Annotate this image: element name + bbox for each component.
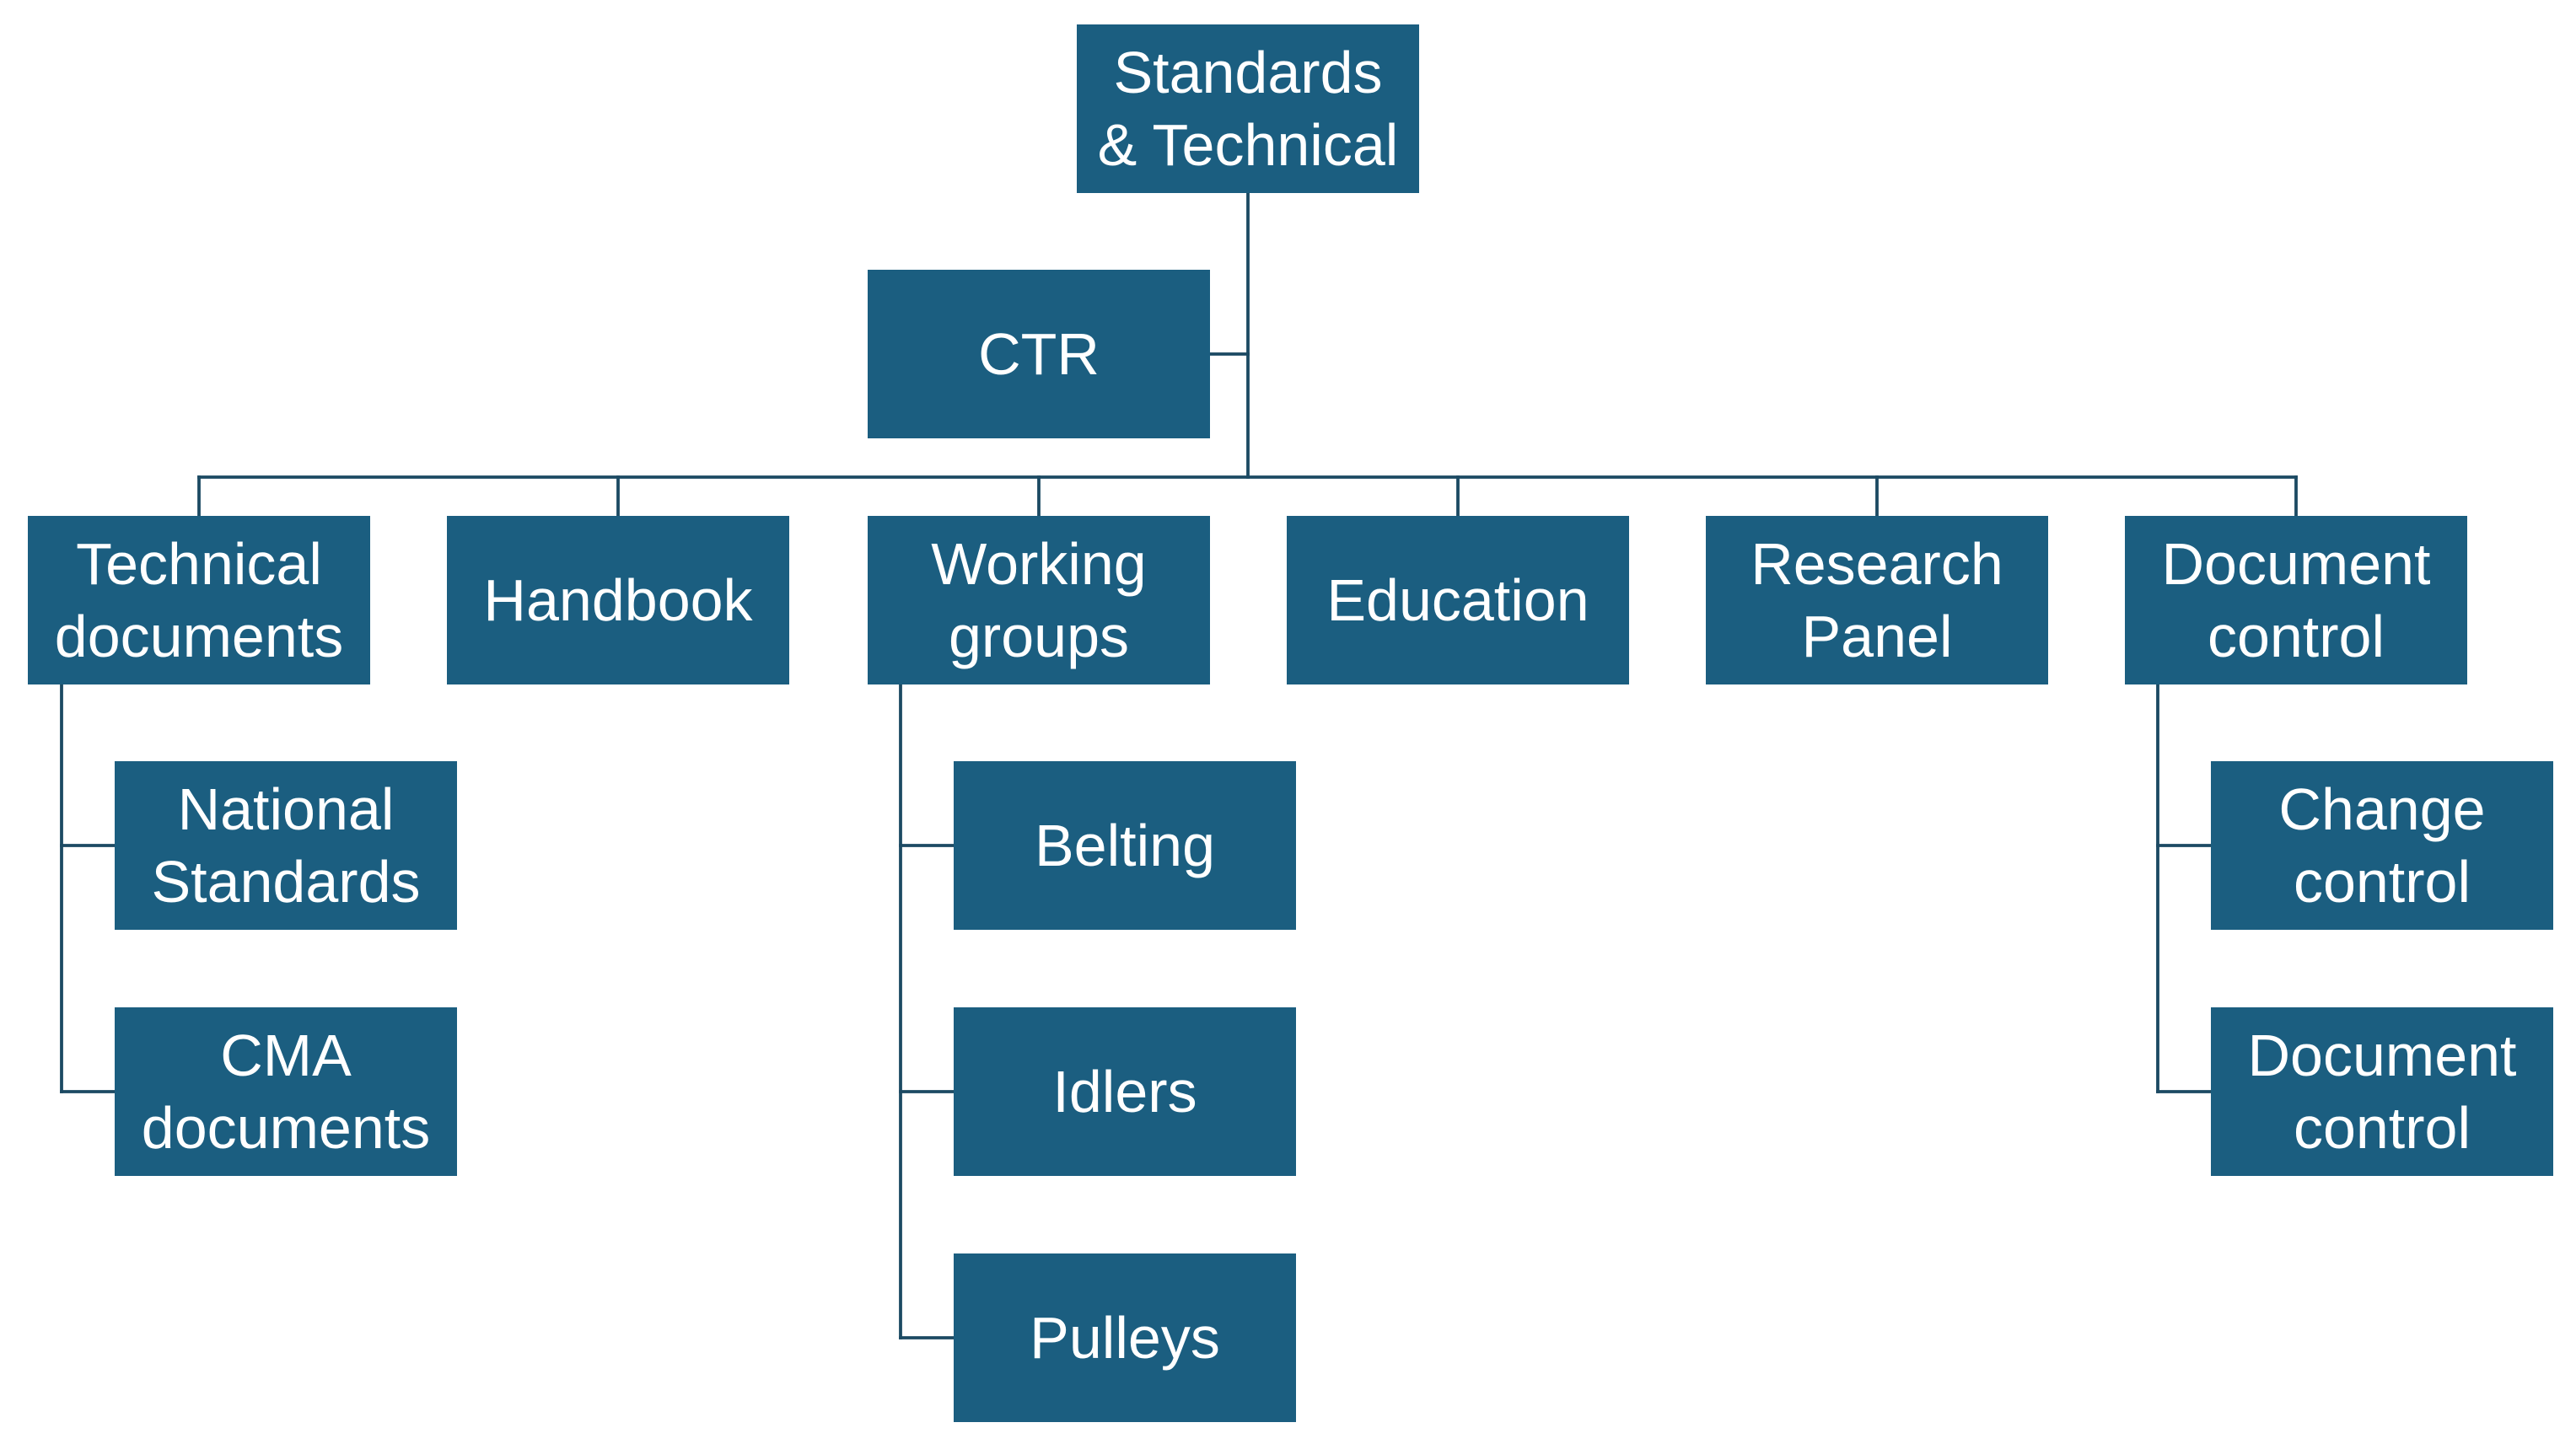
node-technical-documents: Technical documents bbox=[28, 516, 370, 684]
node-education: Education bbox=[1287, 516, 1629, 684]
node-handbook: Handbook bbox=[447, 516, 789, 684]
node-pulleys: Pulleys bbox=[954, 1253, 1296, 1422]
node-document-control-label: Document control bbox=[2161, 531, 2431, 669]
node-research-panel-label: Research Panel bbox=[1750, 531, 2003, 669]
node-belting-label: Belting bbox=[1034, 813, 1216, 878]
node-working-groups-label: Working groups bbox=[931, 531, 1147, 669]
node-technical-documents-label: Technical documents bbox=[54, 531, 344, 669]
node-cma-documents: CMA documents bbox=[115, 1007, 457, 1176]
node-national-standards-label: National Standards bbox=[151, 776, 421, 915]
node-idlers: Idlers bbox=[954, 1007, 1296, 1176]
node-document-control: Document control bbox=[2125, 516, 2467, 684]
node-national-standards: National Standards bbox=[115, 761, 457, 930]
node-change-control-label: Change control bbox=[2278, 776, 2486, 915]
node-belting: Belting bbox=[954, 761, 1296, 930]
node-ctr: CTR bbox=[868, 270, 1210, 438]
node-document-control-child-label: Document control bbox=[2247, 1023, 2517, 1161]
node-document-control-child: Document control bbox=[2211, 1007, 2553, 1176]
node-education-label: Education bbox=[1326, 567, 1589, 633]
node-change-control: Change control bbox=[2211, 761, 2553, 930]
node-standards-technical: Standards & Technical bbox=[1077, 24, 1419, 193]
node-handbook-label: Handbook bbox=[483, 567, 753, 633]
node-cma-documents-label: CMA documents bbox=[141, 1023, 431, 1161]
node-pulleys-label: Pulleys bbox=[1030, 1305, 1220, 1371]
node-working-groups: Working groups bbox=[868, 516, 1210, 684]
node-research-panel: Research Panel bbox=[1706, 516, 2048, 684]
node-standards-technical-label: Standards & Technical bbox=[1097, 40, 1399, 178]
node-ctr-label: CTR bbox=[978, 321, 1100, 387]
node-idlers-label: Idlers bbox=[1052, 1059, 1197, 1125]
